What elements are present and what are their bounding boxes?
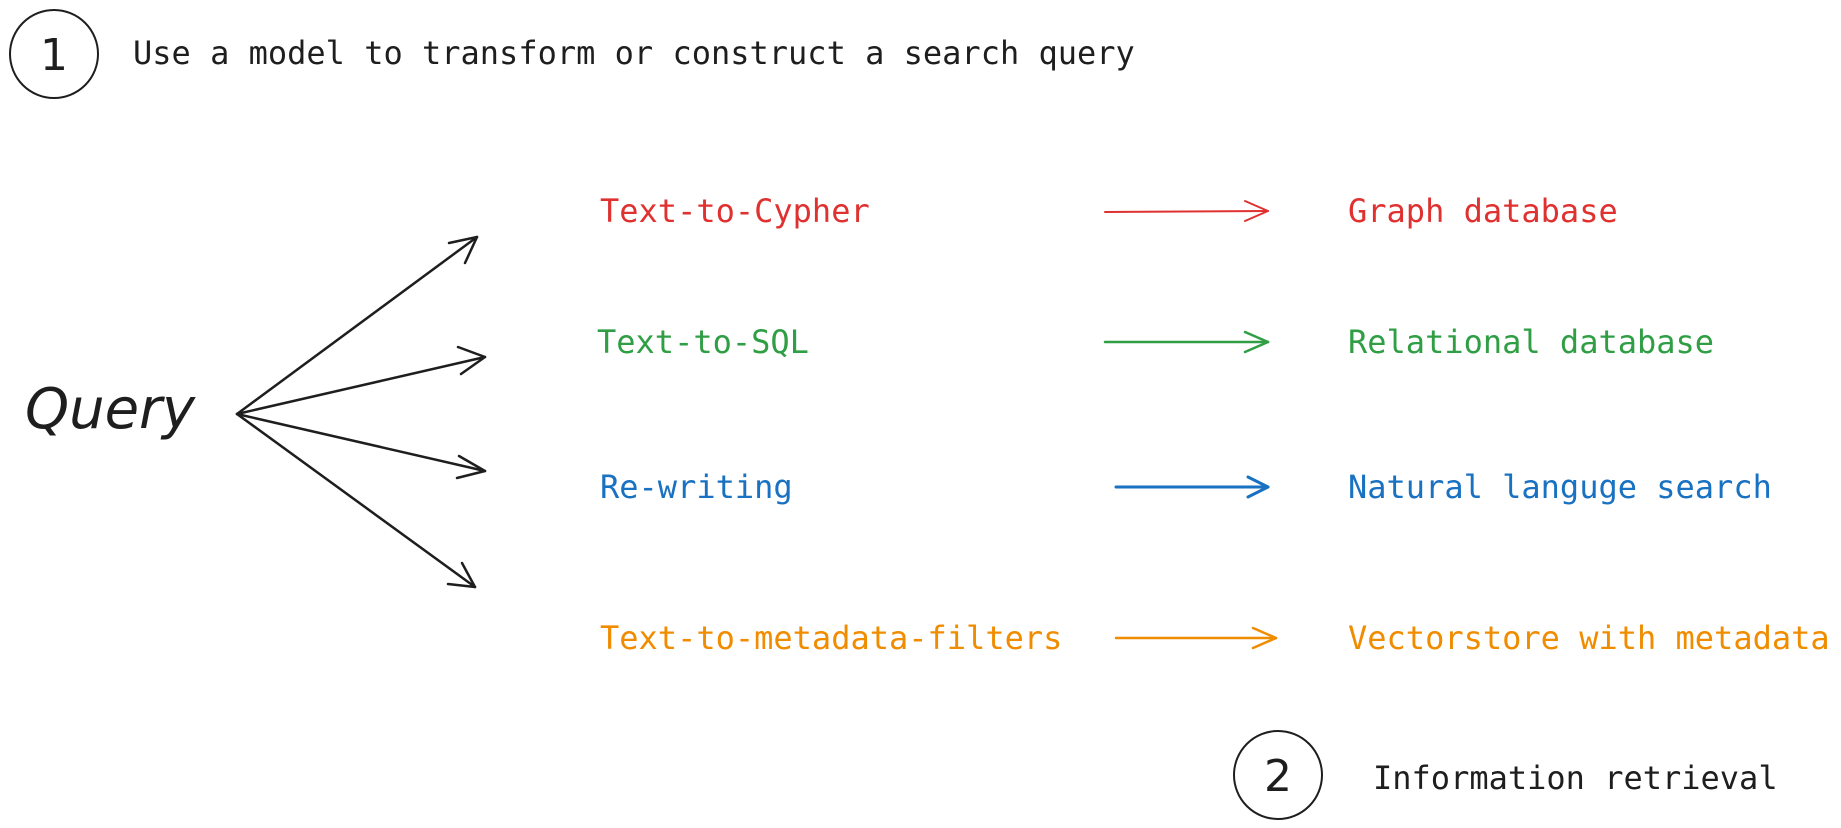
step-1-circle [9, 9, 99, 99]
route-method-label: Text-to-Cypher [600, 192, 870, 230]
route-rewriting: Re-writing Natural languge search [600, 468, 1772, 506]
route-arrow [1104, 200, 1269, 222]
step-1-number: 1 [40, 30, 68, 81]
route-target-label: Relational database [1348, 323, 1714, 361]
query-label: Query [25, 377, 196, 442]
step-2-circle [1233, 730, 1323, 820]
fanout-arrow-4 [235, 412, 477, 589]
route-method-label: Re-writing [600, 468, 793, 506]
route-arrow [1103, 330, 1270, 354]
route-sql: Text-to-SQL Relational database [597, 323, 1714, 361]
route-target-label: Natural languge search [1348, 468, 1772, 506]
route-arrow [1114, 626, 1278, 650]
step-2-title: Information retrieval [1373, 759, 1778, 797]
route-metadata-filters: Text-to-metadata-filters Vectorstore wit… [600, 619, 1830, 657]
route-arrow [1114, 475, 1270, 499]
step-1-title: Use a model to transform or construct a … [133, 34, 1135, 72]
route-target-label: Vectorstore with metadata [1348, 619, 1830, 657]
route-target-label: Graph database [1348, 192, 1618, 230]
fanout-arrow-3 [235, 412, 487, 480]
step-1-header: 1 Use a model to transform or construct … [9, 9, 1135, 99]
fanout-arrow-1 [235, 235, 479, 416]
fanout-arrow-2 [235, 345, 487, 416]
step-2-number: 2 [1264, 751, 1292, 802]
step-2-footer: 2 Information retrieval [1233, 730, 1778, 820]
query-fanout-arrows [235, 235, 487, 589]
route-method-label: Text-to-metadata-filters [600, 619, 1062, 657]
route-method-label: Text-to-SQL [597, 323, 809, 361]
route-cypher: Text-to-Cypher Graph database [600, 192, 1618, 230]
